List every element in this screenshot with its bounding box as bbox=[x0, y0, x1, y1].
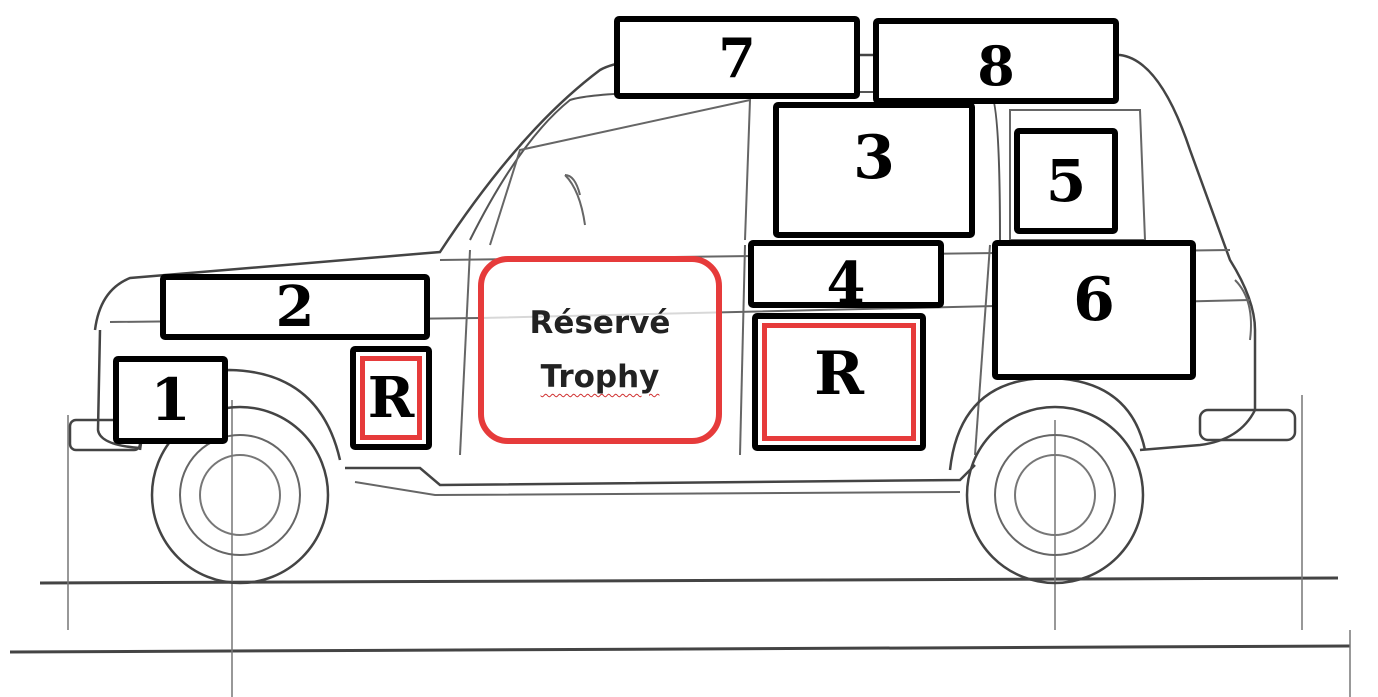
zone-3: 3 bbox=[773, 102, 975, 238]
zone-8-label: 8 bbox=[977, 34, 1015, 98]
zone-r-rear: R bbox=[752, 313, 926, 451]
zone-1-label: 1 bbox=[150, 366, 191, 434]
zone-8: 8 bbox=[873, 18, 1119, 104]
zone-6-label: 6 bbox=[1073, 265, 1115, 335]
reserved-line-2: Trophy bbox=[540, 359, 660, 395]
zone-1: 1 bbox=[113, 356, 228, 444]
zone-5-label: 5 bbox=[1045, 147, 1087, 215]
zone-4-label: 4 bbox=[826, 250, 866, 316]
zone-6: 6 bbox=[992, 240, 1196, 380]
zone-4: 4 bbox=[748, 240, 944, 316]
reserved-line-1: Réservé bbox=[529, 305, 671, 341]
zone-r-front-label: R bbox=[367, 365, 415, 431]
zone-r-front: R bbox=[350, 346, 432, 450]
zone-2: 2 bbox=[160, 274, 430, 340]
zone-5: 5 bbox=[1014, 128, 1118, 234]
zone-r-rear-red-frame: R bbox=[762, 323, 916, 441]
zone-r-front-red-frame: R bbox=[360, 356, 422, 440]
reserved-trophy-box: Réservé Trophy bbox=[478, 256, 722, 444]
zone-2-label: 2 bbox=[275, 274, 315, 340]
zone-7-label: 7 bbox=[718, 25, 756, 90]
baseline-line bbox=[9, 644, 1351, 654]
zone-r-rear-label: R bbox=[814, 339, 864, 409]
zone-7: 7 bbox=[614, 16, 860, 99]
zone-3-label: 3 bbox=[853, 123, 895, 193]
